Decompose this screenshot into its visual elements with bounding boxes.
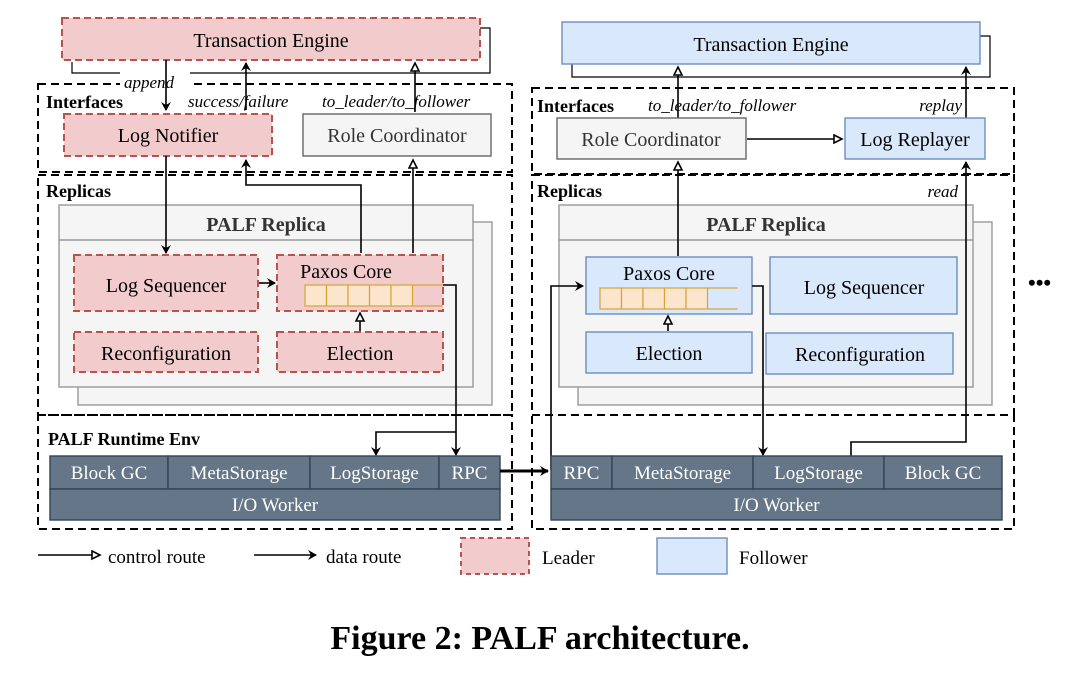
leader-te-loop-left — [71, 62, 465, 74]
runtime-module-label: MetaStorage — [634, 463, 731, 484]
follower-runtime-env: RPC MetaStorage LogStorage Block GC I/O Work… — [550, 455, 1003, 521]
io-worker-label: I/O Worker — [232, 495, 319, 516]
runtime-module-logstorage[interactable]: LogStorage — [752, 455, 885, 490]
leader-election-label: Election — [327, 343, 394, 365]
follower-election-label: Election — [636, 343, 703, 365]
leader-role-coordinator[interactable]: Role Coordinator — [302, 113, 492, 157]
leader-reconfiguration[interactable]: Reconfiguration — [73, 331, 259, 373]
edge-label-to-leader-follower-follower: to_leader/to_follower — [648, 96, 797, 115]
follower-role-coordinator[interactable]: Role Coordinator — [556, 117, 747, 160]
leader-transaction-engine-label: Transaction Engine — [193, 30, 348, 52]
io-worker[interactable]: I/O Worker — [49, 488, 501, 521]
edge-label-replay: replay — [919, 96, 962, 115]
legend: control route data route Leader Follower — [38, 537, 808, 575]
follower-role-coordinator-label: Role Coordinator — [581, 129, 721, 151]
follower-transaction-engine[interactable]: Transaction Engine — [561, 21, 981, 65]
follower-log-buffer — [599, 287, 738, 310]
log-entry-cell — [663, 287, 687, 310]
leader-transaction-engine[interactable]: Transaction Engine — [61, 17, 481, 61]
follower-transaction-engine-label: Transaction Engine — [693, 34, 848, 56]
leader-palf-replica-title: PALF Replica — [206, 214, 325, 236]
follower-log-sequencer-label: Log Sequencer — [804, 277, 925, 299]
follower-palf-replica-title: PALF Replica — [706, 214, 825, 236]
runtime-module-label: LogStorage — [330, 463, 419, 484]
log-entry-cell — [304, 284, 328, 307]
leader-reconfiguration-label: Reconfiguration — [101, 343, 231, 365]
paxos-to-rpc-arrow — [443, 284, 461, 456]
log-entry-cell — [347, 284, 371, 307]
follower-runtime-container — [531, 414, 1015, 530]
log-entry-cell — [642, 287, 666, 310]
leader-interfaces-container — [37, 83, 513, 173]
runtime-module-rpc[interactable]: RPC — [438, 455, 501, 490]
runtime-module-metastorage[interactable]: MetaStorage — [167, 455, 311, 490]
runtime-module-logstorage[interactable]: LogStorage — [309, 455, 440, 490]
edge-label-read: read — [927, 182, 958, 201]
log-entry-cell — [368, 284, 392, 307]
follower-replicas-label: Replicas — [537, 181, 602, 201]
follower-te-loop — [571, 35, 991, 78]
leader-log-buffer — [304, 284, 443, 307]
legend-follower-label: Follower — [739, 548, 808, 569]
runtime-module-label: LogStorage — [774, 463, 863, 484]
leader-runtime-label: PALF Runtime Env — [48, 429, 200, 449]
runtime-module-label: Block GC — [905, 463, 982, 484]
runtime-module-block-gc[interactable]: Block GC — [883, 455, 1003, 490]
runtime-module-rpc[interactable]: RPC — [550, 455, 613, 490]
log-entry-cell — [390, 284, 414, 307]
leader-log-notifier[interactable]: Log Notifier — [63, 113, 273, 157]
follower-reconfiguration-label: Reconfiguration — [795, 344, 925, 366]
more-replicas-indicator: ••• — [1028, 270, 1051, 295]
log-entry-cell — [620, 287, 644, 310]
leader-log-sequencer-label: Log Sequencer — [106, 275, 227, 297]
edge-label-to-leader-follower-leader: to_leader/to_follower — [322, 92, 471, 111]
runtime-module-metastorage[interactable]: MetaStorage — [611, 455, 754, 490]
legend-control-route-label: control route — [108, 547, 206, 568]
leader-election[interactable]: Election — [276, 331, 444, 373]
rpc-to-paxos-arrow — [550, 281, 584, 470]
log-entry-cell — [325, 284, 349, 307]
follower-log-replayer[interactable]: Log Replayer — [844, 117, 986, 160]
follower-reconfiguration[interactable]: Reconfiguration — [765, 332, 954, 375]
paxos-to-logstorage-arrow-follower — [752, 285, 768, 456]
append-label-bg — [120, 72, 190, 92]
legend-data-route-label: data route — [326, 547, 401, 568]
leader-role-coordinator-label: Role Coordinator — [327, 125, 467, 147]
logstorage-to-replayer-arrow — [850, 161, 971, 456]
leader-paxos-core[interactable]: Paxos Core — [276, 254, 444, 312]
leader-log-sequencer[interactable]: Log Sequencer — [73, 254, 259, 312]
leader-paxos-core-label: Paxos Core — [300, 261, 392, 283]
paxos-to-notifier-arrow — [241, 159, 362, 253]
runtime-module-label: RPC — [452, 463, 488, 484]
follower-log-sequencer[interactable]: Log Sequencer — [769, 256, 958, 315]
follower-election[interactable]: Election — [585, 331, 753, 374]
log-entry-cell — [599, 287, 623, 310]
leader-te-loop-right — [465, 27, 491, 74]
io-worker-label: I/O Worker — [733, 495, 820, 516]
runtime-module-label: Block GC — [71, 463, 148, 484]
io-worker[interactable]: I/O Worker — [550, 488, 1003, 521]
edge-label-append: append — [124, 73, 175, 92]
legend-leader-label: Leader — [542, 548, 595, 569]
leader-runtime-container — [37, 414, 513, 530]
runtime-module-label: RPC — [564, 463, 600, 484]
runtime-module-block-gc[interactable]: Block GC — [49, 455, 169, 490]
leader-runtime-env: Block GC MetaStorage LogStorage RPC I/O Work… — [49, 455, 501, 521]
leader-replicas-label: Replicas — [46, 181, 111, 201]
leader-interfaces-label: Interfaces — [46, 92, 123, 112]
follower-paxos-core[interactable]: Paxos Core — [585, 256, 753, 315]
follower-paxos-core-label: Paxos Core — [623, 263, 715, 285]
log-entry-cell — [685, 287, 709, 310]
runtime-module-label: MetaStorage — [190, 463, 287, 484]
edge-label-success-failure: success/failure — [188, 92, 289, 111]
follower-interfaces-label: Interfaces — [537, 96, 614, 116]
paxos-to-logstorage-arrow-leader — [371, 431, 456, 456]
legend-leader-swatch — [460, 537, 530, 575]
figure-caption: Figure 2: PALF architecture. — [330, 620, 750, 657]
follower-log-replayer-label: Log Replayer — [860, 129, 970, 151]
leader-log-notifier-label: Log Notifier — [118, 125, 219, 147]
legend-follower-swatch — [656, 537, 728, 575]
